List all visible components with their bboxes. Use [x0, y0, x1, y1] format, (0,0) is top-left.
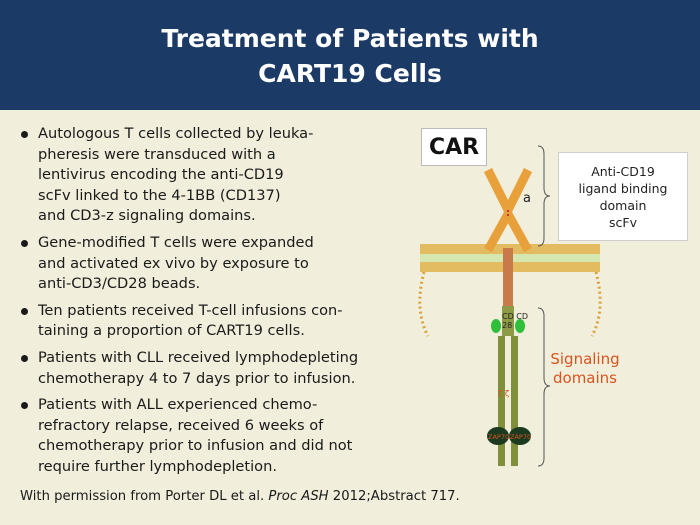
signaling-line: domains — [553, 369, 617, 387]
bullet-dot — [21, 131, 28, 138]
bullet-line: require further lymphodepletion. — [38, 457, 277, 475]
bullet-line: scFv linked to the 4-1BB (CD137) — [38, 186, 281, 204]
car-label-box: CAR — [421, 128, 487, 166]
ligand-line: ligand binding — [578, 180, 668, 196]
bullet-dot — [21, 402, 28, 410]
slide-title-line-2: CART19 Cells — [258, 59, 442, 88]
costim-label: CD CD — [502, 312, 528, 321]
bullet-dot — [21, 307, 28, 315]
membrane-curve-right — [590, 271, 602, 337]
zap70-right — [509, 427, 531, 445]
zap70-label-right: ZAP70 — [510, 433, 531, 441]
citation-journal: Proc ASH — [268, 489, 329, 504]
scfv-upper-chain — [483, 167, 533, 215]
bullet-line: and activated ex vivo by exposure to — [38, 254, 309, 272]
bullet-line: chemotherapy prior to infusion and did n… — [38, 437, 353, 455]
zeta-tail-right — [511, 336, 518, 466]
zeta-label: ζ ζ — [498, 389, 509, 398]
car-diagram: a CD CD 28 ζ ζ ZAP70 ZAP70 — [418, 145, 602, 467]
citation-suffix: 2012;Abstract 717. — [328, 489, 460, 504]
bullet-line: refractory relapse, received 6 weeks of — [38, 416, 324, 434]
citation-prefix: With permission from Porter DL et al. — [20, 489, 269, 504]
ligand-line: Anti-CD19 — [591, 163, 655, 179]
scfv-letter: a — [523, 191, 531, 206]
ligand-bracket — [537, 145, 551, 247]
bullet-list: Autologous T cells collected by leuka- p… — [20, 124, 420, 484]
zap70-left — [487, 427, 509, 445]
ligand-binding-label: Anti-CD19 ligand binding domain scFv — [558, 152, 688, 241]
bullet-line: taining a proportion of CART19 cells. — [38, 322, 305, 340]
bullet-item: Autologous T cells collected by leuka- p… — [20, 124, 420, 227]
zap70-label-left: ZAP70 — [488, 433, 509, 441]
ligand-line: domain — [599, 197, 647, 213]
ligand-line: scFv — [609, 214, 637, 230]
costim-domain — [502, 306, 514, 336]
title-bar: Treatment of Patients with CART19 Cells — [0, 0, 700, 110]
zeta-tail-left — [498, 336, 505, 466]
signaling-line: Signaling — [550, 350, 620, 368]
bullet-line: Ten patients received T-cell infusions c… — [38, 301, 343, 319]
car-stalk — [503, 248, 513, 308]
slide-title-line-1: Treatment of Patients with — [161, 24, 539, 53]
signaling-domains-label: Signaling domains — [545, 350, 625, 388]
green-dot-right — [515, 319, 525, 333]
citation: With permission from Porter DL et al. Pr… — [20, 489, 460, 504]
bullet-line: Patients with ALL experienced chemo- — [38, 396, 318, 414]
bullet-dot — [21, 354, 28, 362]
bullet-line: chemotherapy 4 to 7 days prior to infusi… — [38, 369, 356, 387]
bullet-line: lentivirus encoding the anti-CD19 — [38, 166, 284, 184]
bullet-item: Ten patients received T-cell infusions c… — [20, 301, 420, 342]
bullet-line: and CD3-z signaling domains. — [38, 207, 256, 225]
bullet-line: pheresis were transduced with a — [38, 145, 276, 163]
bullet-line: Patients with CLL received lymphodepleti… — [38, 348, 359, 366]
bullet-item: Patients with ALL experienced chemo- ref… — [20, 395, 420, 477]
costim-label-2: 28 — [502, 321, 512, 330]
membrane-curve-left — [418, 271, 430, 337]
green-dot-left — [491, 319, 501, 333]
bullet-item: Patients with CLL received lymphodepleti… — [20, 348, 420, 389]
bullet-item: Gene-modified T cells were expanded and … — [20, 233, 420, 295]
signaling-bracket — [537, 307, 551, 467]
bullet-line: anti-CD3/CD28 beads. — [38, 275, 201, 293]
bullet-dot — [21, 239, 28, 247]
bullet-line: Autologous T cells collected by leuka- — [38, 125, 314, 142]
bullet-line: Gene-modified T cells were expanded — [38, 233, 314, 251]
